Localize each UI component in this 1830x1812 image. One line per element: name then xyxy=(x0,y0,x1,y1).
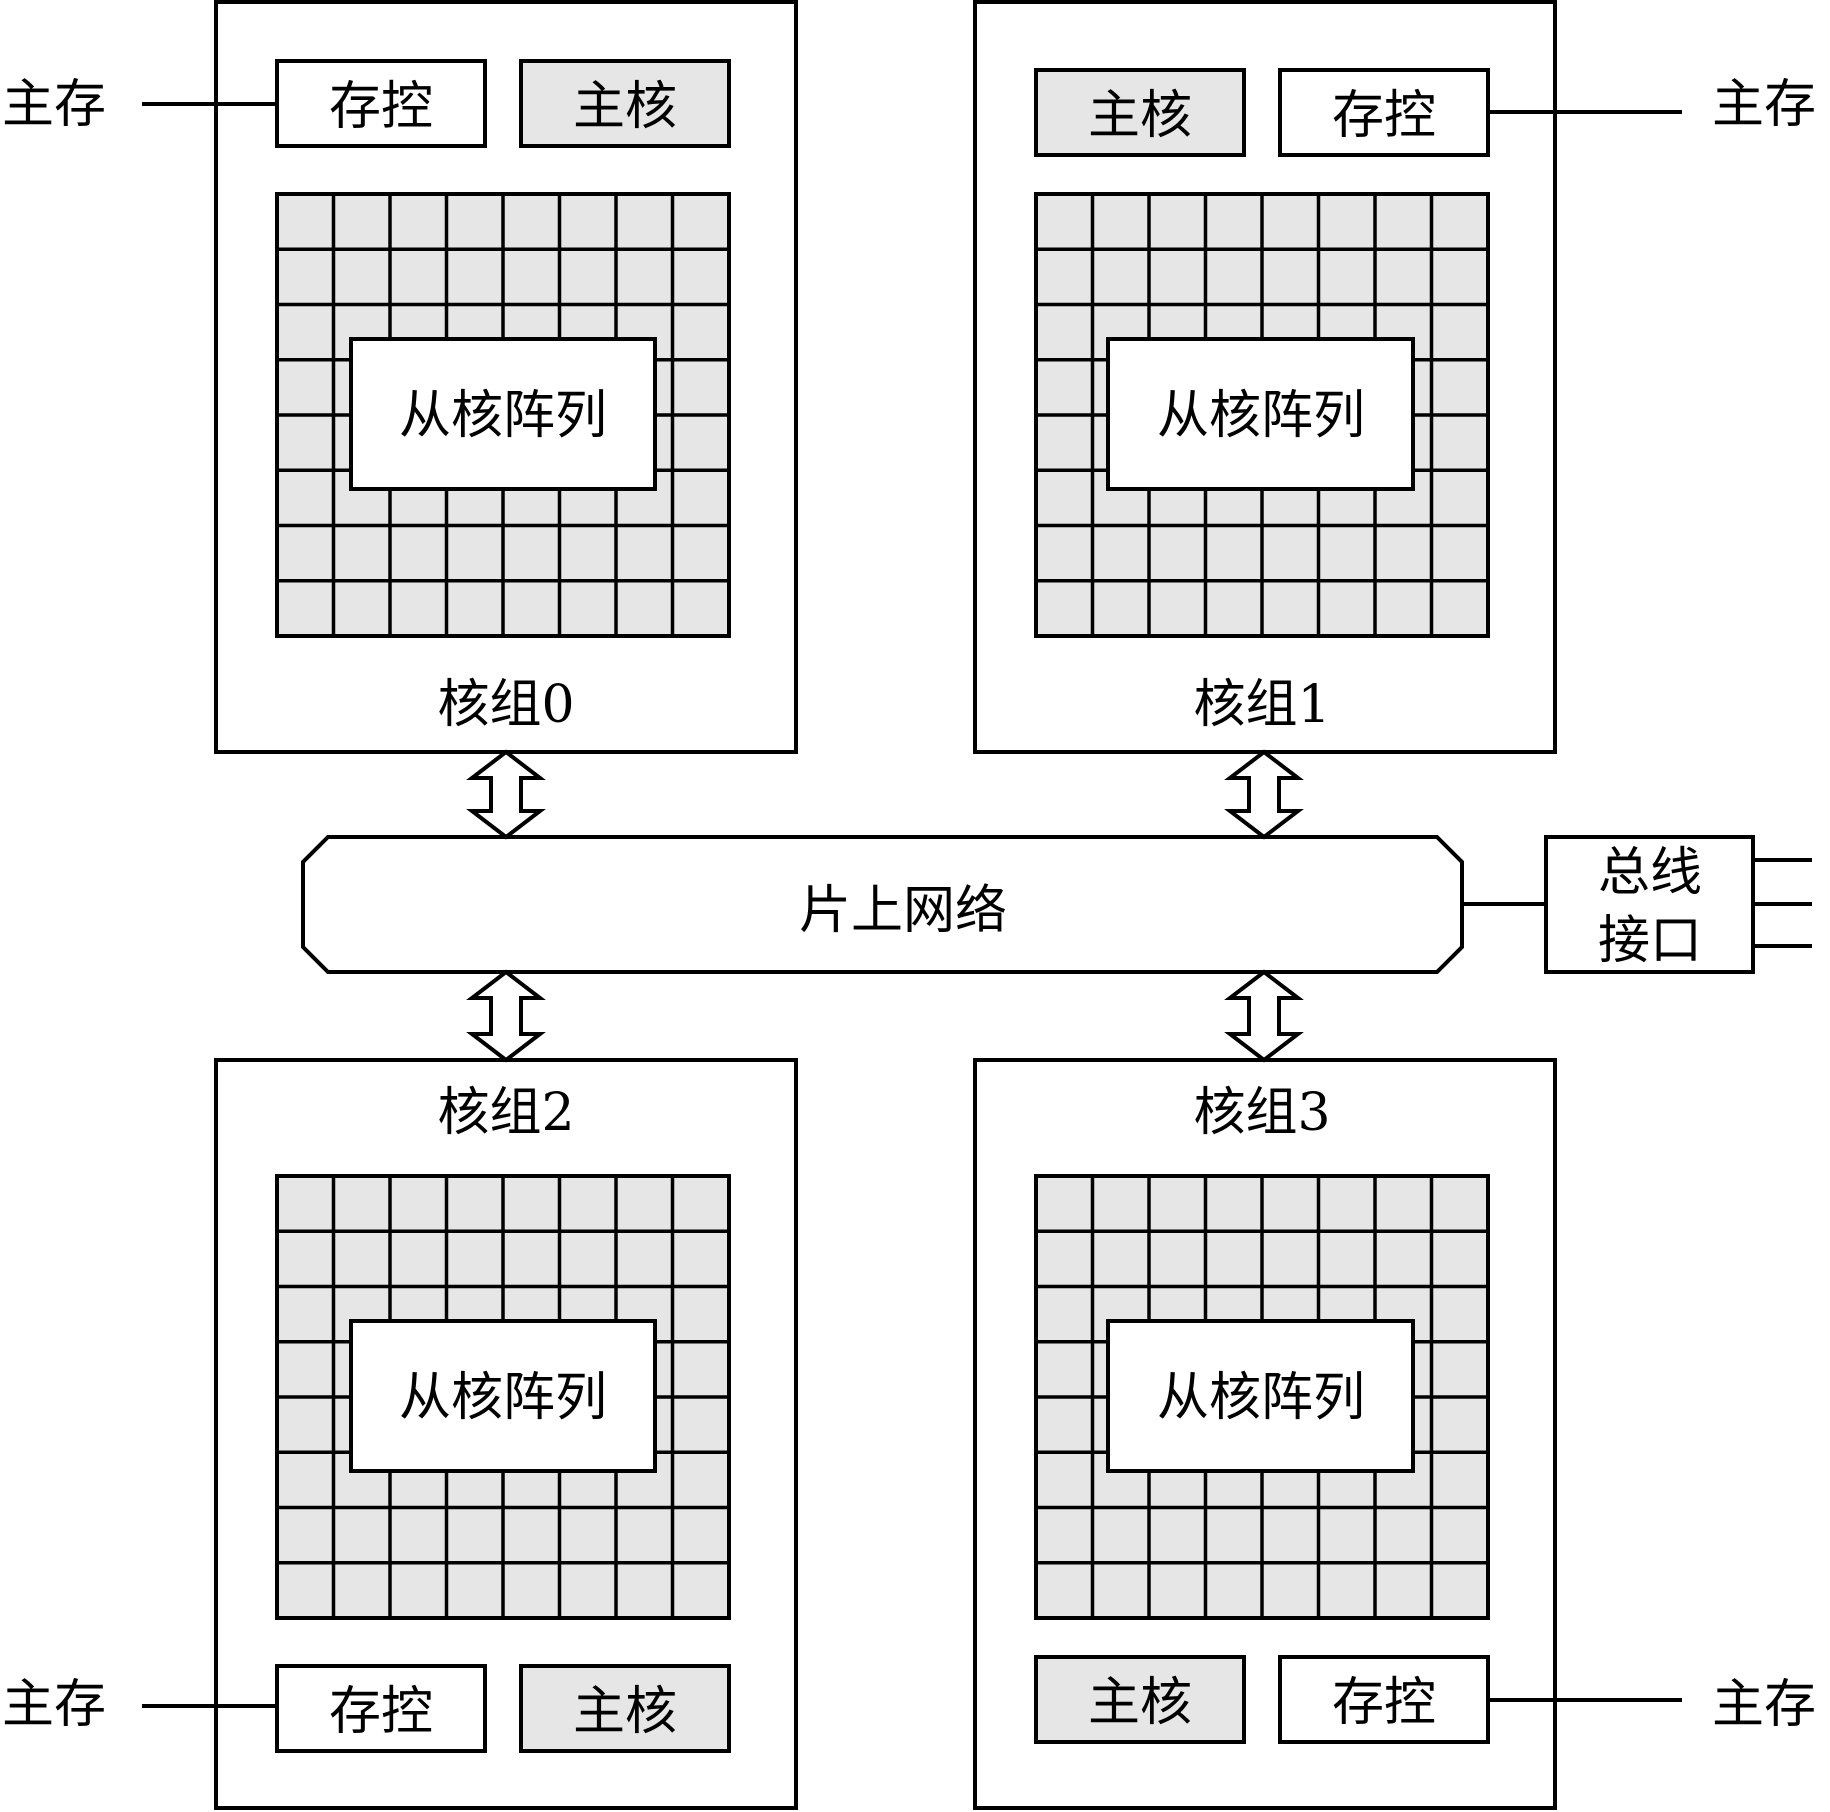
core-group-1-main-core-label: 主核 xyxy=(1088,86,1192,146)
double-arrow-shape xyxy=(1224,749,1304,840)
core-group-0-memory-controller-label: 存控 xyxy=(329,77,433,137)
core-group-3-slave-array-box xyxy=(1106,1319,1415,1473)
core-group-1: 主核 存控 主存 从核阵列 核组1 xyxy=(973,0,1816,754)
core-group-1-main-core xyxy=(1034,68,1246,157)
core-group-1-slave-array-box xyxy=(1106,337,1415,491)
on-chip-network-label: 片上网络 xyxy=(799,881,1007,941)
core-group-3-main-core xyxy=(1034,1655,1246,1744)
core-group-3-label: 核组3 xyxy=(1193,1083,1330,1143)
core-group-2-slave-array-label: 从核阵列 xyxy=(399,1368,607,1428)
core-group-2-memory-controller-label: 存控 xyxy=(329,1682,433,1742)
core-group-3-main-core-label: 主核 xyxy=(1088,1673,1192,1733)
on-chip-network: 片上网络 xyxy=(301,835,1464,974)
core-group-3-main-memory-label: 主存 xyxy=(1712,1675,1816,1735)
core-group-0-main-core xyxy=(519,59,731,148)
double-arrow-shape xyxy=(466,749,546,840)
core-group-0-slave-array-box xyxy=(349,337,657,491)
core-group-1-label: 核组1 xyxy=(1193,675,1330,735)
core-group-0-label: 核组0 xyxy=(437,675,574,735)
arrow-network-group3 xyxy=(1224,969,1304,1063)
core-group-1-memory-controller xyxy=(1278,68,1490,157)
core-group-0-memory-controller xyxy=(275,59,487,148)
core-group-1-main-memory-label: 主存 xyxy=(1712,75,1816,135)
bus-interface-label-line1: 总线 xyxy=(1598,843,1702,903)
arrow-group1-network xyxy=(1224,749,1304,840)
arrow-group0-network xyxy=(466,749,546,840)
core-group-1-memory-controller-label: 存控 xyxy=(1332,86,1436,146)
core-group-3-memory-controller xyxy=(1278,1655,1490,1744)
core-group-2-label: 核组2 xyxy=(437,1083,574,1143)
arrow-network-group2 xyxy=(466,969,546,1063)
double-arrow-shape xyxy=(1224,969,1304,1063)
core-group-2-main-memory-label: 主存 xyxy=(2,1675,106,1735)
core-group-0-main-memory-label: 主存 xyxy=(2,75,106,135)
core-group-0: 主存 存控 主核 从核阵列 核组0 xyxy=(2,0,798,754)
core-group-2-main-core xyxy=(519,1664,731,1753)
core-group-3-slave-array-label: 从核阵列 xyxy=(1157,1368,1365,1428)
core-group-1-slave-array-label: 从核阵列 xyxy=(1157,386,1365,446)
core-group-2: 核组2 从核阵列 主存 存控 主核 xyxy=(2,1058,798,1810)
core-group-2-memory-controller xyxy=(275,1664,487,1753)
core-group-3: 核组3 从核阵列 主核 存控 主存 xyxy=(973,1058,1816,1810)
core-group-3-memory-controller-label: 存控 xyxy=(1332,1673,1436,1733)
bus-interface-box xyxy=(1544,835,1755,974)
core-group-2-main-core-label: 主核 xyxy=(573,1682,677,1742)
bus-interface-label-line2: 接口 xyxy=(1598,911,1702,971)
core-group-0-slave-array-label: 从核阵列 xyxy=(399,386,607,446)
double-arrow-shape xyxy=(466,969,546,1063)
on-chip-network-shape xyxy=(301,835,1464,974)
bus-interface: 总线 接口 xyxy=(1462,835,1812,974)
core-group-0-main-core-label: 主核 xyxy=(573,77,677,137)
core-group-2-slave-array-box xyxy=(349,1319,657,1473)
